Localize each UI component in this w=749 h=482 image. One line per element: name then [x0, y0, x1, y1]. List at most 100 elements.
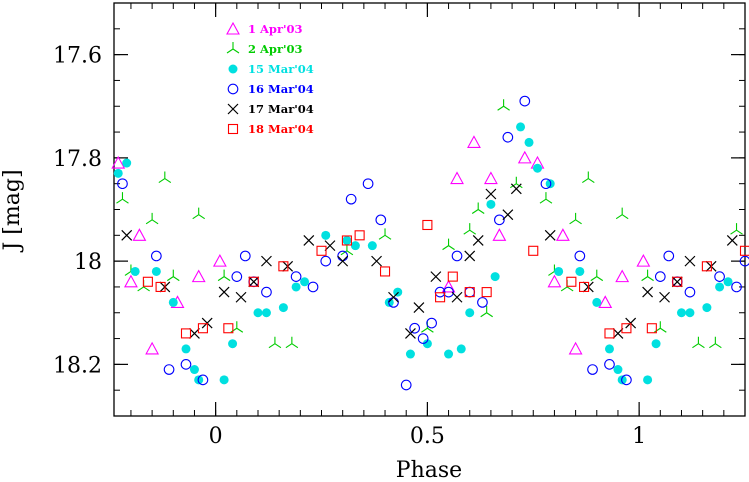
data-point: [715, 282, 725, 292]
data-point: [191, 269, 206, 283]
data-point: [621, 374, 632, 386]
data-point: [464, 287, 475, 298]
data-point: [371, 255, 382, 267]
series-group: [121, 183, 738, 339]
data-point: [566, 276, 577, 287]
y-tick-label: 18: [74, 250, 102, 275]
data-point: [642, 286, 654, 298]
data-point: [653, 321, 667, 333]
data-point: [568, 341, 583, 355]
data-point: [701, 261, 712, 272]
data-point: [465, 308, 475, 318]
data-point: [132, 228, 147, 241]
data-point: [337, 250, 349, 262]
data-point: [290, 271, 302, 282]
data-point: [341, 235, 352, 246]
data-point: [435, 292, 446, 303]
data-point: [477, 297, 488, 308]
data-point: [121, 229, 133, 241]
legend-marker: [227, 123, 239, 135]
data-point: [490, 272, 500, 282]
data-point: [163, 364, 175, 375]
data-point: [481, 287, 492, 298]
data-point: [367, 241, 377, 251]
data-point: [230, 321, 244, 333]
data-point: [130, 266, 140, 276]
data-point: [671, 276, 683, 288]
data-point: [612, 327, 624, 339]
data-point: [615, 269, 630, 283]
data-point: [685, 308, 695, 318]
data-point: [253, 308, 263, 318]
data-point: [405, 349, 415, 359]
data-point: [375, 214, 387, 226]
data-point: [579, 281, 590, 292]
data-point: [321, 230, 331, 240]
data-point: [471, 202, 485, 214]
data-point: [723, 277, 733, 287]
data-point: [456, 344, 466, 354]
data-points: [111, 95, 749, 391]
data-point: [524, 137, 534, 147]
data-point: [636, 253, 651, 267]
data-point: [145, 212, 159, 225]
data-point: [384, 297, 394, 307]
legend-marker: [227, 83, 239, 95]
data-point: [166, 269, 180, 282]
data-point: [303, 235, 315, 246]
data-point: [345, 193, 357, 205]
data-point: [393, 287, 403, 297]
data-point: [464, 250, 476, 262]
data-point: [350, 241, 360, 251]
data-point: [714, 271, 725, 282]
data-point: [654, 271, 666, 282]
data-point: [248, 276, 259, 287]
x-tick-label: 0: [209, 424, 223, 449]
legend-marker: [227, 103, 239, 115]
data-point: [441, 279, 456, 293]
data-point: [641, 269, 654, 282]
data-point: [447, 271, 458, 282]
data-point: [228, 339, 238, 349]
data-point: [212, 253, 227, 267]
data-point: [194, 375, 204, 385]
data-point: [181, 344, 191, 354]
data-point: [574, 250, 586, 262]
data-point: [168, 297, 178, 307]
data-point: [502, 131, 514, 143]
data-point: [180, 359, 192, 370]
data-point: [492, 228, 507, 241]
y-tick-label: 17.6: [53, 44, 102, 69]
data-point: [261, 308, 271, 318]
data-point: [494, 214, 505, 226]
data-point: [337, 255, 349, 267]
data-point: [278, 261, 289, 272]
legend-marker: [226, 21, 240, 35]
data-point: [617, 375, 627, 385]
data-point: [590, 269, 604, 282]
data-point: [217, 269, 231, 282]
series-group: [116, 99, 743, 349]
data-point: [582, 171, 595, 183]
legend-label: 17 Mar'04: [248, 102, 314, 116]
y-tick-label: 18.2: [53, 353, 102, 378]
data-point: [320, 255, 332, 267]
data-point: [539, 192, 553, 204]
data-point: [575, 266, 585, 276]
data-point: [604, 344, 614, 354]
data-point: [442, 238, 455, 251]
series-group: [113, 122, 733, 385]
plot-frame: [113, 2, 746, 417]
data-point: [291, 282, 301, 292]
data-point: [324, 240, 336, 252]
data-point: [219, 375, 229, 385]
data-point: [430, 271, 442, 283]
data-point: [592, 297, 602, 307]
data-point: [613, 365, 623, 375]
data-point: [421, 321, 434, 333]
data-point: [235, 291, 247, 303]
data-point: [684, 255, 696, 267]
data-point: [483, 171, 498, 185]
